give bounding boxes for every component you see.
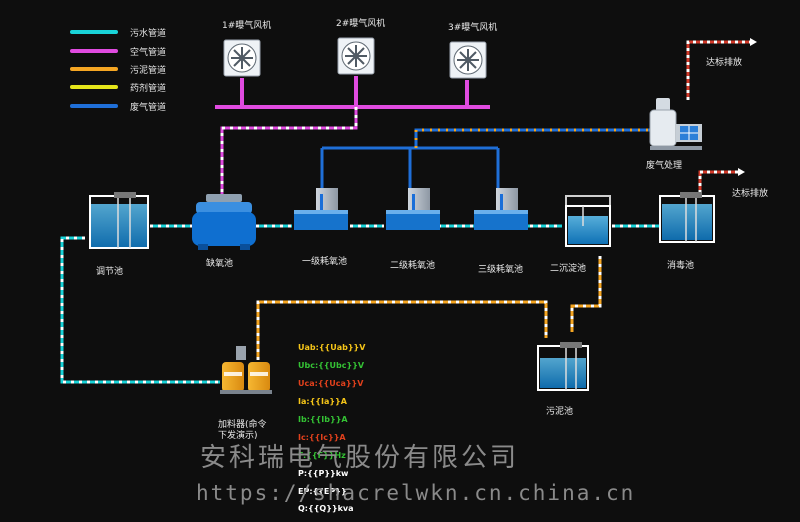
readout-uca: Uca:{{Uca}}V [298,379,364,388]
blower-3[interactable] [449,41,487,79]
legend-label: 污泥管道 [130,65,167,76]
gas-treatment-label: 废气处理 [646,161,683,171]
sediment-tank-label: 二沉淀池 [550,264,587,274]
readout-ib: Ib:{{Ib}}A [298,415,348,424]
exhaust-pipe [320,128,650,188]
blower-3-label: 3#曝气风机 [448,23,498,33]
legend-label: 污水管道 [130,28,167,39]
readout-p: P:{{P}}kw [298,469,349,478]
air-pipe [215,76,490,196]
legend-swatch [70,104,118,108]
readout-ubc: Ubc:{{Ubc}}V [298,361,365,370]
readout-ep: EP:{{EP}} [298,487,347,496]
sludge-pipe [256,256,602,360]
blower-2[interactable] [337,37,375,75]
blower-1-label: 1#曝气风机 [222,21,272,31]
discharge-right-label: 达标排放 [732,189,769,199]
blower-2-label: 2#曝气风机 [336,19,386,29]
gas-treatment-unit[interactable] [649,98,702,150]
aerobic-tank-2[interactable] [386,188,440,230]
legend-label: 药剂管道 [130,83,167,94]
sludge-tank-label: 污泥池 [546,407,574,417]
legend-item-sludge: 污泥管道 [70,63,167,76]
aerobic-tank-3-label: 三级耗氧池 [478,265,524,275]
discharge-pipe [686,38,757,193]
readout-q: Q:{{Q}}kva [298,504,354,513]
legend-label: 废气管道 [130,102,167,113]
readout-f: F:{{F}}Hz [298,451,346,460]
sludge-tank[interactable] [537,342,589,391]
anoxic-tank[interactable] [192,194,256,250]
legend-item-air: 空气管道 [70,45,167,58]
legend-swatch [70,30,118,34]
sediment-tank[interactable] [565,195,611,247]
legend-item-exhaust: 废气管道 [70,100,167,113]
legend-swatch [70,67,118,71]
legend-item-sewage: 污水管道 [70,26,167,39]
aerobic-tank-1-label: 一级耗氧池 [302,257,348,267]
aerobic-tank-2-label: 二级耗氧池 [390,261,436,271]
aerobic-tank-1[interactable] [294,188,348,230]
chemical-doser[interactable] [220,346,272,394]
sewage-pipe [60,224,660,384]
legend-item-chemical: 药剂管道 [70,81,167,94]
blower-1[interactable] [223,39,261,77]
watermark-company: 安科瑞电气股份有限公司 [200,443,520,473]
watermark-url: https://shacrelwkn.cn.china.cn [196,481,636,505]
disinfection-tank[interactable] [659,192,715,243]
doser-label: 加料器(命令下发演示) [218,420,267,441]
readout-ia: Ia:{{Ia}}A [298,397,347,406]
disinfection-tank-label: 消毒池 [667,261,695,271]
readout-ic: Ic:{{Ic}}A [298,433,346,442]
discharge-top-label: 达标排放 [706,58,743,68]
legend-swatch [70,85,118,89]
readout-uab: Uab:{{Uab}}V [298,343,366,352]
aerobic-tank-3[interactable] [474,188,528,230]
legend-label: 空气管道 [130,47,167,58]
anoxic-tank-label: 缺氧池 [206,259,234,269]
legend-swatch [70,49,118,53]
regulating-tank[interactable] [89,192,149,249]
regulating-tank-label: 调节池 [96,267,124,277]
